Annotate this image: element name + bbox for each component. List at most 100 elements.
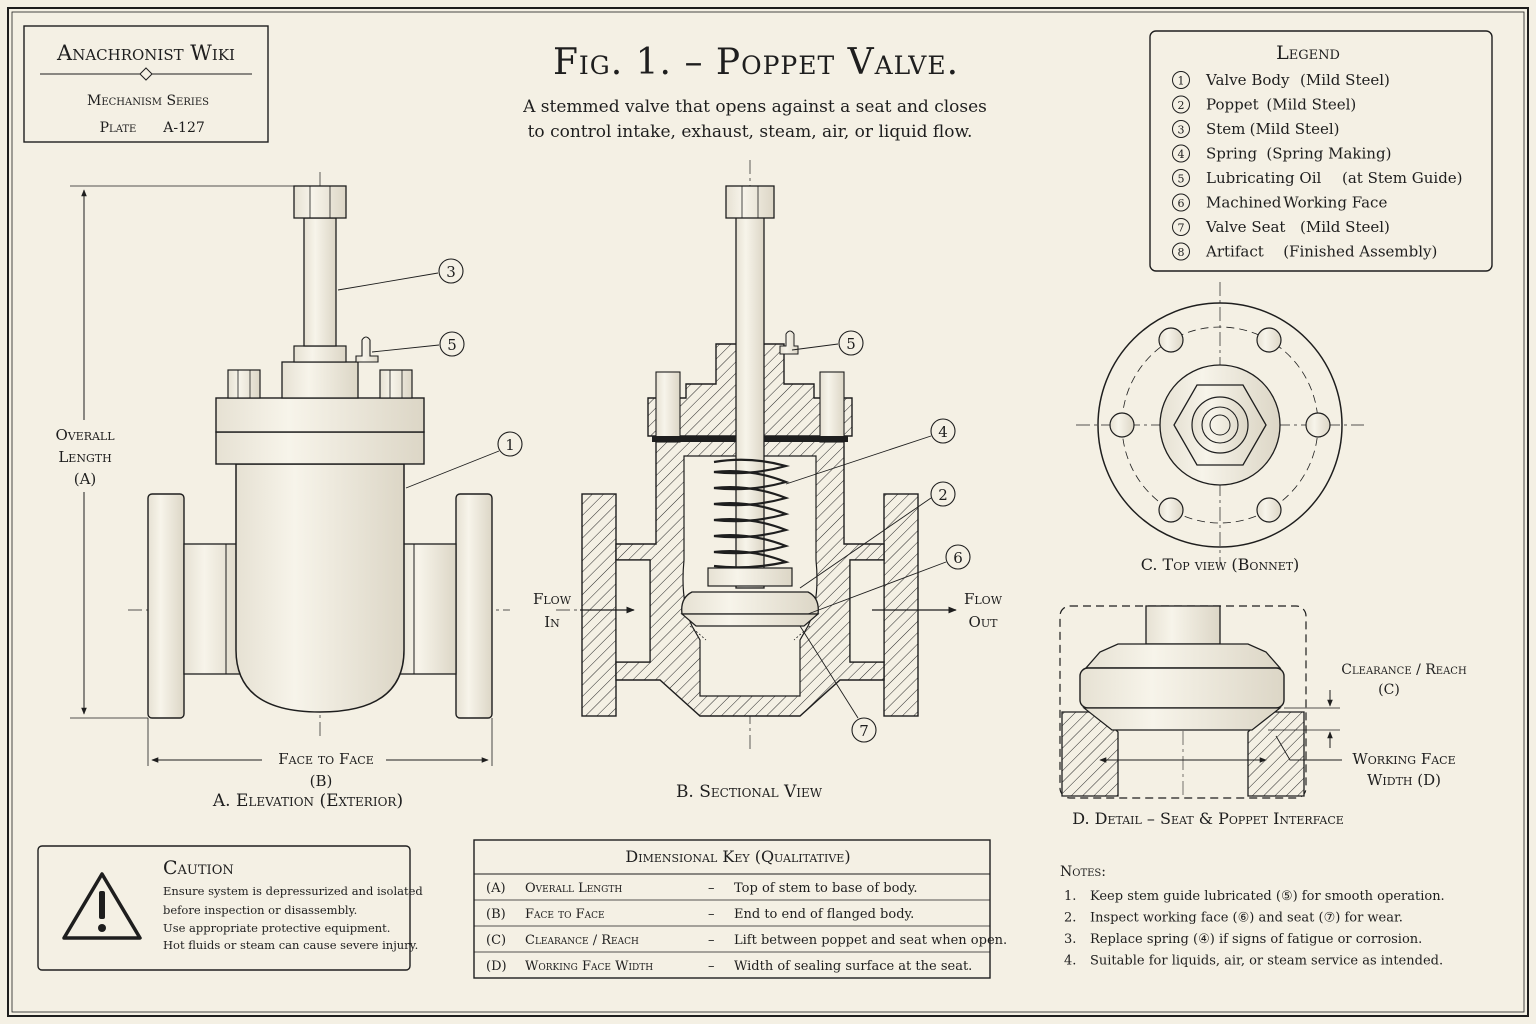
legend-marker-1	[1172, 71, 1190, 89]
bonnet-outline	[1097, 302, 1343, 548]
key-dash: –	[708, 907, 715, 922]
caution-box: Caution Ensure system is depressurized a…	[37, 845, 423, 971]
note-number: 4.	[1064, 954, 1076, 969]
callout-5-elevation-label: 5	[447, 336, 457, 354]
legend-item-name: Artifact	[1205, 243, 1264, 261]
note-text: Suitable for liquids, air, or steam serv…	[1090, 954, 1443, 969]
series-label: Mechanism Series	[87, 93, 209, 109]
figure-description-line2: to control intake, exhaust, steam, air, …	[528, 122, 973, 142]
legend-item-name: Poppet	[1206, 96, 1259, 114]
key-code: (D)	[486, 959, 507, 974]
face-to-face-label-1: Face to Face	[278, 750, 374, 768]
bonnet-flange	[215, 397, 425, 433]
callout-1-elevation	[497, 431, 523, 457]
note-number: 2.	[1064, 911, 1076, 926]
plate-number: A-127	[162, 120, 205, 136]
note-text: Inspect working face (⑥) and seat (⑦) fo…	[1090, 911, 1403, 926]
key-name: Clearance / Reach	[525, 933, 639, 948]
stem	[303, 217, 337, 347]
plate-label: Plate	[100, 120, 137, 136]
legend-number: 5	[1178, 173, 1185, 186]
callout-7-section	[851, 717, 877, 743]
key-description: Top of stem to base of body.	[734, 881, 918, 896]
poppet-detail	[1079, 667, 1285, 709]
figure-description-line1: A stemmed valve that opens against a sea…	[522, 97, 987, 117]
callout-6-section-label: 6	[953, 549, 963, 567]
legend-number: 6	[1178, 197, 1185, 210]
flow-out-label-1: Flow	[964, 590, 1003, 608]
legend-item-name: Valve Body	[1205, 71, 1290, 89]
callout-5-section	[838, 330, 864, 356]
stem-nut	[293, 185, 347, 219]
elevation-view: Overall Length (A) Face to Face (B) A. E…	[46, 172, 523, 811]
working-face-label-1: Working Face	[1352, 750, 1455, 768]
legend-marker-2	[1172, 95, 1190, 114]
valve-body	[235, 463, 405, 713]
overall-length-label-1: Overall	[55, 426, 115, 444]
callout-4-section	[930, 418, 956, 444]
legend-marker-7	[1172, 218, 1190, 236]
legend-number: 2	[1178, 99, 1185, 112]
right-flange	[455, 493, 493, 719]
legend-item-material: Working Face	[1283, 194, 1387, 212]
callout-5-elevation	[439, 331, 465, 357]
notes-block: Notes: 1.Keep stem guide lubricated (⑤) …	[1060, 864, 1445, 969]
body-flange	[215, 431, 425, 465]
legend-number: 7	[1178, 222, 1185, 235]
overall-length-label-2: Length	[58, 448, 111, 466]
legend-item-material: (Mild Steel)	[1250, 120, 1340, 138]
poppet-section	[681, 591, 819, 615]
legend-item-material: (Mild Steel)	[1300, 71, 1390, 89]
legend-number: 8	[1178, 246, 1185, 259]
sectional-view: Flow In Flow Out B. Sectional View 5 4 2…	[533, 160, 1003, 802]
legend-number: 4	[1178, 148, 1185, 161]
key-name: Overall Length	[525, 881, 622, 896]
clearance-label-2: (C)	[1378, 682, 1400, 698]
note-number: 3.	[1064, 932, 1076, 947]
stem-nut-section	[725, 185, 775, 219]
section-caption: B. Sectional View	[676, 782, 823, 802]
left-flange	[147, 493, 185, 719]
note-number: 1.	[1064, 889, 1076, 904]
diamond-ornament	[139, 67, 153, 81]
dimensional-key-heading: Dimensional Key (Qualitative)	[625, 847, 850, 866]
caution-line-3: Use appropriate protective equipment.	[163, 921, 390, 935]
key-dash: –	[708, 933, 715, 948]
key-name: Face to Face	[525, 907, 605, 922]
inner-border	[11, 11, 1525, 1013]
legend-item-name: Valve Seat	[1205, 218, 1285, 236]
caution-line-4: Hot fluids or steam can cause severe inj…	[163, 938, 418, 952]
legend-marker-8	[1172, 242, 1190, 261]
wiki-name: Anachronist Wiki	[56, 41, 235, 65]
legend-item-material: (Spring Making)	[1266, 145, 1391, 163]
legend-item-material: (at Stem Guide)	[1342, 169, 1463, 187]
key-code: (A)	[486, 881, 506, 896]
legend-item-name: Spring	[1206, 145, 1258, 163]
bolt-circle	[1109, 327, 1331, 523]
clearance-label-1: Clearance / Reach	[1341, 662, 1467, 678]
outer-border	[7, 7, 1529, 1017]
top-view: C. Top view (Bonnet)	[1076, 282, 1364, 574]
legend-item-name: Stem	[1206, 120, 1245, 138]
key-code: (B)	[486, 907, 506, 922]
callout-6-section	[945, 544, 971, 570]
spring	[713, 458, 791, 569]
legend-item-material: (Mild Steel)	[1266, 96, 1356, 114]
warning-icon	[62, 872, 142, 940]
callout-7-section-label: 7	[859, 722, 869, 740]
top-view-caption: C. Top view (Bonnet)	[1141, 555, 1300, 574]
caution-heading: Caution	[163, 857, 234, 879]
legend-item-name: Machined	[1206, 194, 1282, 212]
figure-title: Fig. 1. – Poppet Valve.	[553, 42, 959, 83]
dimensional-key-table: Dimensional Key (Qualitative) (A) Overall…	[473, 839, 1007, 979]
key-code: (C)	[486, 933, 506, 948]
key-dash: –	[708, 959, 715, 974]
key-description: End to end of flanged body.	[734, 907, 914, 922]
flow-out-label-2: Out	[969, 613, 999, 631]
flow-in-label-1: Flow	[533, 590, 572, 608]
key-description: Width of sealing surface at the seat.	[734, 959, 972, 974]
elevation-caption: A. Elevation (Exterior)	[212, 791, 403, 811]
key-name: Working Face Width	[525, 959, 653, 974]
oil-cup	[355, 336, 379, 363]
